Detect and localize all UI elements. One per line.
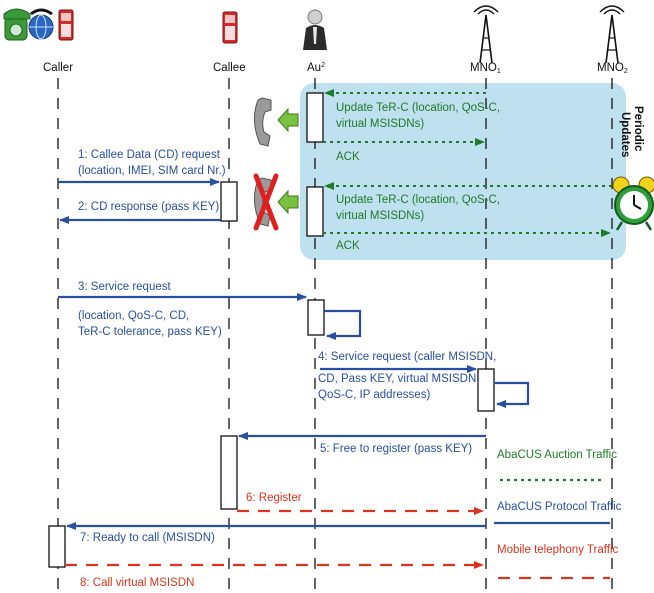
mno1-self-arrow	[494, 383, 528, 404]
update2-label: Update TeR-C (location, QoS-C, virtual M…	[336, 192, 500, 224]
caller-label: Caller	[43, 62, 73, 74]
mno2-name: MNO	[597, 62, 624, 74]
caller-activation	[49, 526, 65, 567]
msg1-label: 1: Callee Data (CD) request (location, I…	[78, 147, 226, 179]
update2-line1: Update TeR-C (location, QoS-C,	[336, 192, 500, 208]
msg3-label: 3: Service request	[78, 279, 171, 295]
mno1-label: MNO1	[470, 62, 501, 75]
callee-mobile-icon	[223, 12, 237, 43]
mno2-tower-icon	[600, 6, 624, 63]
caller-mobile-icon	[59, 10, 73, 40]
au-activation-2	[307, 187, 323, 236]
msg3-line2: (location, QoS-C, CD,	[78, 308, 222, 324]
callee-activation-2	[221, 436, 237, 509]
au-name: Au	[307, 62, 321, 74]
msg3-params: (location, QoS-C, CD, TeR-C tolerance, p…	[78, 308, 222, 340]
green-left-arrow-2	[278, 191, 298, 213]
msg7-label: 7: Ready to call (MSISDN)	[80, 530, 215, 546]
mno1-name: MNO	[470, 62, 497, 74]
msg1-line1: 1: Callee Data (CD) request	[78, 147, 226, 163]
au-activation-1	[307, 93, 323, 142]
msg6-label: 6: Register	[246, 490, 302, 506]
globe-icon	[29, 10, 53, 39]
msg4-line2: CD, Pass KEY, virtual MSISDN,	[318, 371, 496, 387]
mno2-subscript: 2	[624, 68, 628, 75]
msg2-label: 2: CD response (pass KEY)	[78, 199, 219, 215]
mno1-tower-icon	[474, 6, 498, 63]
au-activation-3	[308, 300, 324, 335]
mno1-subscript: 1	[497, 68, 501, 75]
ack2-label: ACK	[336, 238, 360, 254]
callee-activation-1	[221, 182, 237, 221]
periodic-label-line1: Periodic	[632, 106, 644, 152]
legend-protocol-label: AbaCUS Protocol Traffic	[497, 499, 621, 515]
update1-label: Update TeR-C (location, QoS-C, virtual M…	[336, 100, 500, 132]
msg1-line2: (location, IMEI, SIM card Nr.)	[78, 163, 226, 179]
callee-label: Callee	[213, 62, 246, 74]
au-self-arrow	[324, 311, 360, 336]
update1-line1: Update TeR-C (location, QoS-C,	[336, 100, 500, 116]
landline-phone-icon	[4, 9, 30, 40]
msg3-line3: TeR-C tolerance, pass KEY)	[78, 324, 222, 340]
periodic-label-line2: Updates	[619, 112, 631, 157]
msg4-label: 4: Service request (caller MSISDN, CD, P…	[318, 349, 496, 403]
msg5-label: 5: Free to register (pass KEY)	[320, 441, 472, 457]
update1-line2: virtual MSISDNs)	[336, 116, 500, 132]
mno2-label: MNO2	[597, 62, 628, 75]
legend-auction-label: AbaCUS Auction Traffic	[497, 447, 617, 463]
auctioneer-person-icon	[303, 10, 327, 50]
legend-mobile-label: Mobile telephony Traffic	[497, 542, 618, 558]
msg4-line1: 4: Service request (caller MSISDN,	[318, 349, 496, 365]
msg4-line3: QoS-C, IP addresses)	[318, 387, 496, 403]
handset-online-icon	[254, 98, 271, 146]
green-left-arrow-1	[278, 109, 298, 131]
au-label: Au2	[307, 62, 325, 74]
update2-line2: virtual MSISDNs)	[336, 208, 500, 224]
ack1-label: ACK	[336, 149, 360, 165]
msg8-label: 8: Call virtual MSISDN	[80, 575, 194, 591]
au-superscript: 2	[321, 62, 325, 69]
